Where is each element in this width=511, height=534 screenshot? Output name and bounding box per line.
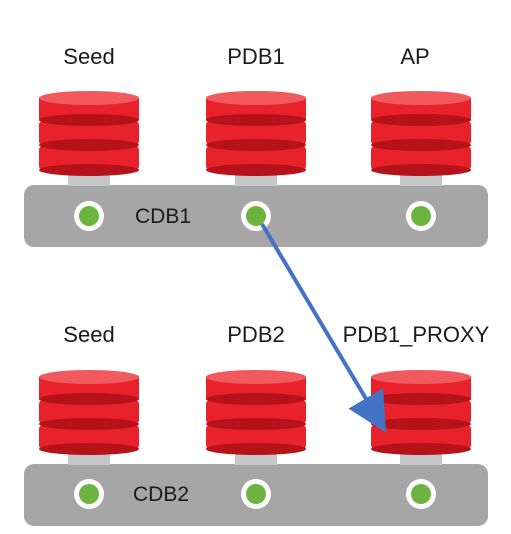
cdb1-label: CDB1	[135, 205, 192, 228]
database-stack-icon	[206, 370, 306, 455]
database-stack-icon	[39, 91, 139, 176]
database-stack-icon	[371, 91, 471, 176]
port-dot-icon	[241, 479, 271, 509]
database-stack-icon	[39, 370, 139, 455]
database-stack-icon	[206, 91, 306, 176]
port-dot-icon	[74, 201, 104, 231]
pdb-label-seed: Seed	[63, 44, 115, 69]
proxy-link-arrow-icon	[260, 222, 387, 433]
port-dot-icon	[74, 479, 104, 509]
port-dot-icon	[406, 479, 436, 509]
pdb-label-pdb1: PDB1	[227, 44, 285, 69]
pdb-label-ap: AP	[400, 44, 430, 69]
database-stack-icon	[371, 370, 471, 455]
port-dot-icon	[406, 201, 436, 231]
pdb-label-pdb1-proxy: PDB1_PROXY	[342, 322, 490, 347]
pdb-label-pdb2: PDB2	[227, 322, 285, 347]
pdb-label-seed: Seed	[63, 322, 115, 347]
cdb2-label: CDB2	[133, 483, 190, 506]
port-dot-icon	[241, 201, 271, 231]
